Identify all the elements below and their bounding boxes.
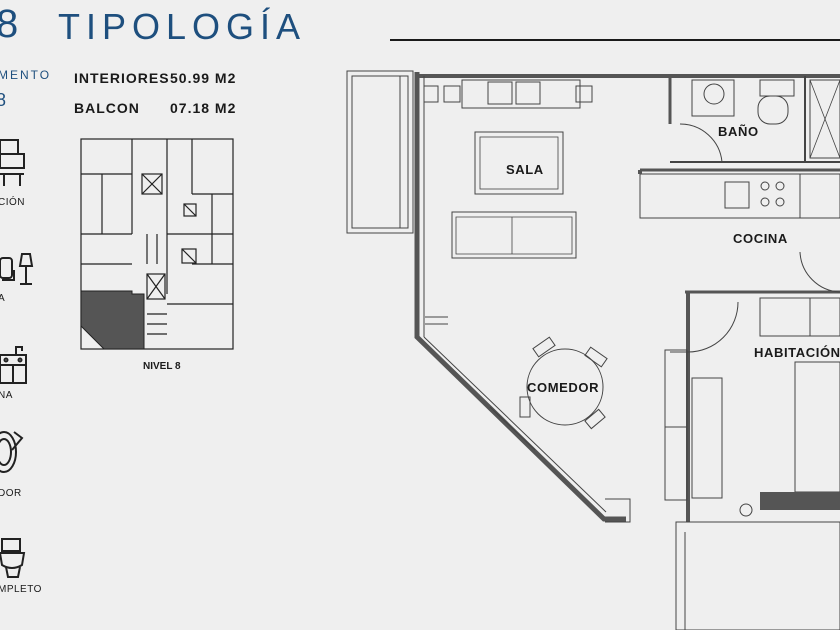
room-label-comedor: COMEDOR — [527, 380, 600, 395]
icon-caption-sala: A — [0, 293, 6, 304]
floor-plan — [346, 70, 840, 630]
keyplan-caption: NIVEL 8 — [143, 361, 181, 372]
kitchen-icon — [0, 346, 27, 384]
icon-caption-habitacion: CIÓN — [0, 197, 25, 208]
room-label-bano: BAÑO — [718, 124, 759, 139]
icon-caption-cocina: NA — [0, 390, 13, 401]
area-value-balcon: 07.18 M2 — [170, 100, 237, 116]
title-divider — [390, 39, 840, 41]
icon-caption-comedor: DOR — [0, 488, 22, 499]
bed-icon — [0, 139, 25, 186]
department-label: MENTO — [0, 68, 52, 82]
area-label-balcon: BALCON — [74, 100, 140, 116]
page-title: TIPOLOGÍA — [58, 6, 307, 47]
icon-caption-bano: MPLETO — [0, 584, 42, 595]
room-label-sala: SALA — [506, 162, 544, 177]
area-label-interiores: INTERIORES — [74, 70, 170, 86]
living-room-icon — [0, 253, 34, 285]
room-label-habitacion: HABITACIÓN — [754, 345, 840, 360]
key-plan — [80, 138, 234, 350]
department-number: 8 — [0, 90, 7, 110]
typology-number: 8 — [0, 2, 23, 46]
toilet-icon — [0, 538, 26, 578]
room-label-cocina: COCINA — [733, 231, 788, 246]
area-value-interiores: 50.99 M2 — [170, 70, 237, 86]
dining-icon — [0, 431, 24, 473]
